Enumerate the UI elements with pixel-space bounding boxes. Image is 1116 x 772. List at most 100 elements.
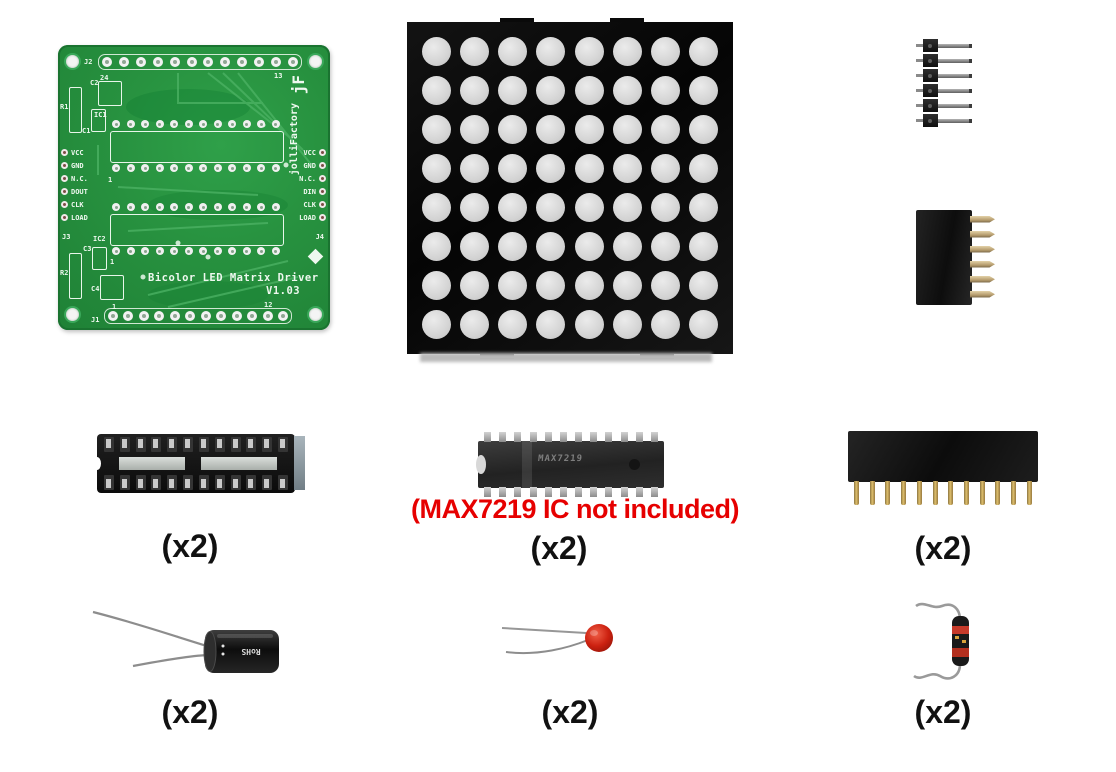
- socket-contact: [104, 437, 114, 452]
- led-dot: [536, 154, 566, 183]
- mount-hole: [309, 308, 322, 321]
- pcb-footprint-r2: [69, 253, 82, 299]
- led-dot: [574, 232, 604, 261]
- socket-contact: [104, 475, 114, 490]
- pcb-pin-label: GND: [290, 161, 326, 170]
- led-dot: [536, 193, 566, 222]
- solder-hole: [237, 57, 248, 67]
- solder-hole: [154, 311, 165, 321]
- solder-hole: [220, 57, 231, 67]
- led-dot: [651, 37, 681, 66]
- led-dot: [612, 271, 642, 300]
- ic-pin: [484, 487, 491, 497]
- pcb-label-ic1-pin1: 1: [108, 176, 113, 184]
- led-dot: [421, 76, 451, 105]
- led-dot: [574, 193, 604, 222]
- led-dot: [689, 37, 719, 66]
- solder-hole: [170, 120, 179, 128]
- solder-hole: [141, 164, 150, 172]
- led-dot: [612, 193, 642, 222]
- solder-hole: [170, 203, 179, 211]
- led-dot: [574, 76, 604, 105]
- pcb-ic2-row-bottom: [112, 247, 280, 255]
- pcb-footprint-c3: [92, 247, 107, 270]
- socket-contact: [230, 437, 241, 452]
- ic-pin: [620, 432, 628, 442]
- solder-hole: [216, 311, 227, 321]
- led-dot: [498, 115, 528, 144]
- female-header-6pin: [916, 210, 972, 305]
- header-pin: [979, 481, 985, 505]
- capacitor-disc: [585, 624, 613, 652]
- led-dot: [612, 37, 642, 66]
- solder-hole: [228, 164, 237, 172]
- solder-hole: [271, 57, 282, 67]
- led-dot: [421, 154, 451, 183]
- capacitor-lead: [505, 639, 589, 655]
- solder-hole: [155, 247, 164, 255]
- led-dot: [574, 115, 604, 144]
- component-lead: [915, 602, 962, 621]
- led-dot: [459, 271, 489, 300]
- ic-pin-row: [484, 432, 658, 442]
- pcb-pin-label: LOAD: [61, 213, 88, 222]
- solder-hole: [112, 120, 120, 128]
- header-pin: [916, 39, 972, 52]
- mount-hole: [66, 55, 79, 68]
- header-pin: [932, 481, 938, 505]
- led-dot: [651, 115, 681, 144]
- pcb-pin-label: VCC: [290, 148, 326, 157]
- ic-pin: [590, 487, 598, 497]
- led-dot: [651, 310, 681, 339]
- header-pin: [854, 481, 859, 505]
- led-dot: [689, 193, 719, 222]
- pcb-pin-label: DOUT: [61, 187, 88, 196]
- socket-contact: [119, 475, 130, 490]
- solder-hole: [112, 164, 120, 172]
- pcb-label-pin24: 24: [100, 74, 109, 82]
- ic-pin: [650, 432, 658, 442]
- pcb-label-j3: J3: [62, 233, 71, 241]
- socket-notch: [93, 457, 101, 470]
- solder-hole: [319, 214, 326, 221]
- header-pin: [964, 481, 970, 505]
- ic-pin: [605, 432, 613, 442]
- capacitor-marking: RoHS: [241, 647, 260, 656]
- pcb-pin-label: VCC: [61, 148, 88, 157]
- solder-hole: [61, 201, 68, 208]
- socket-contact: [246, 475, 257, 490]
- electrolytic-capacitor: RoHS: [92, 610, 279, 673]
- note-max7219-not-included: (MAX7219 IC not included): [410, 494, 740, 524]
- solder-hole: [61, 175, 68, 182]
- matrix-tab: [610, 18, 644, 23]
- led-dot: [421, 115, 451, 144]
- led-dot: [574, 310, 604, 339]
- solder-hole: [169, 57, 180, 67]
- solder-hole: [126, 247, 135, 255]
- solder-hole: [213, 247, 222, 255]
- pcb-label-c1: C1: [82, 127, 91, 135]
- solder-hole: [118, 57, 129, 67]
- solder-hole: [319, 175, 326, 182]
- ic-pin: [544, 487, 552, 497]
- led-dot: [421, 232, 451, 261]
- pcb-board: J2 24 13 jF jolliFactory R1 C2 C1 IC1 1 …: [58, 45, 330, 330]
- solder-hole: [203, 57, 214, 67]
- solder-hole: [184, 247, 193, 255]
- pcb-footprint-c4: [100, 275, 124, 300]
- header-pin: [916, 99, 972, 112]
- header-pin: [1011, 481, 1017, 505]
- pcb-title: Bicolor LED Matrix Driver: [148, 272, 319, 284]
- solder-hole: [61, 188, 68, 195]
- female-header-12pin-pins: [854, 481, 1032, 505]
- socket-contact: [151, 475, 162, 490]
- solder-hole: [319, 188, 326, 195]
- led-dot: [651, 154, 681, 183]
- led-dot: [574, 37, 604, 66]
- led-dot: [459, 37, 489, 66]
- led-dot: [498, 232, 528, 261]
- header-pin: [916, 84, 972, 97]
- solder-hole: [186, 57, 197, 67]
- solder-hole: [228, 120, 237, 128]
- pcb-version: V1.03: [266, 285, 301, 297]
